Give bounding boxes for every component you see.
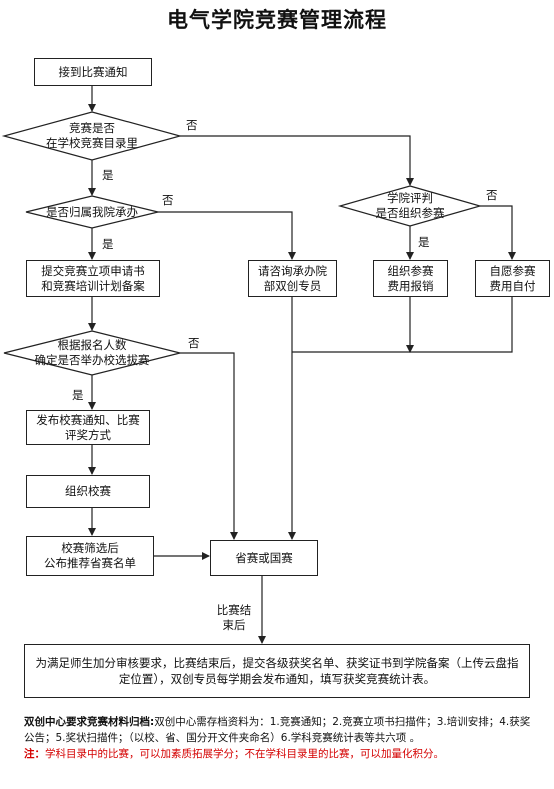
label-yes-belongs: 是 (102, 237, 114, 251)
step-submit-application: 提交竞赛立项申请书 和竞赛培训计划备案 (26, 260, 160, 297)
decision-selection-text: 根据报名人数 确定是否举办校选拔赛 (34, 338, 150, 367)
label-yes-catalog: 是 (102, 168, 114, 182)
notes-archive: 双创中心要求竞赛材料归档:双创中心需存档资料为：1.竞赛通知；2.竞赛立项书扫描… (24, 714, 534, 746)
label-yes-selection: 是 (72, 388, 84, 402)
notes-section: 双创中心要求竞赛材料归档:双创中心需存档资料为：1.竞赛通知；2.竞赛立项书扫描… (24, 714, 534, 762)
decision-in-catalog-text: 竞赛是否 在学校竞赛目录里 (46, 121, 138, 150)
step-consult-dept: 请咨询承办院 部双创专员 (248, 260, 337, 297)
label-no-selection: 否 (188, 336, 200, 350)
notes-heading: 双创中心要求竞赛材料归档: (24, 716, 155, 728)
step-org-reimburse: 组织参赛 费用报销 (373, 260, 448, 297)
notes-body: 双创中心需存档资料为：1.竞赛通知；2.竞赛立项书扫描件；3.培训安排；4.获奖… (24, 716, 531, 744)
notes-remark-prefix: 注： (24, 748, 45, 760)
page-title: 电气学院竞赛管理流程 (167, 8, 387, 32)
step-screen-recommend: 校赛筛选后 公布推荐省赛名单 (26, 536, 154, 576)
notes-remark-body: 学科目录中的比赛，可以加素质拓展学分；不在学科目录里的比赛，可以加量化积分。 (45, 748, 444, 760)
decision-belongs-college-text: 是否归属我院承办 (46, 204, 138, 219)
step-receive-notice: 接到比赛通知 (34, 58, 152, 86)
label-after-contest: 比赛结 束后 (216, 603, 252, 632)
label-yes-review: 是 (418, 235, 430, 249)
label-no-review: 否 (486, 188, 498, 202)
step-self-pay: 自愿参赛 费用自付 (475, 260, 550, 297)
step-provincial: 省赛或国赛 (210, 540, 318, 576)
step-final-archive: 为满足师生加分审核要求，比赛结束后，提交各级获奖名单、获奖证书到学院备案（上传云… (24, 644, 530, 698)
label-no-belongs: 否 (162, 193, 174, 207)
notes-remark: 注：学科目录中的比赛，可以加素质拓展学分；不在学科目录里的比赛，可以加量化积分。 (24, 746, 534, 762)
decision-college-review-text: 学院评判 是否组织参赛 (375, 191, 445, 220)
step-org-school-contest: 组织校赛 (26, 475, 150, 508)
step-publish-notice: 发布校赛通知、比赛 评奖方式 (26, 410, 150, 445)
label-no-catalog: 否 (186, 118, 198, 132)
